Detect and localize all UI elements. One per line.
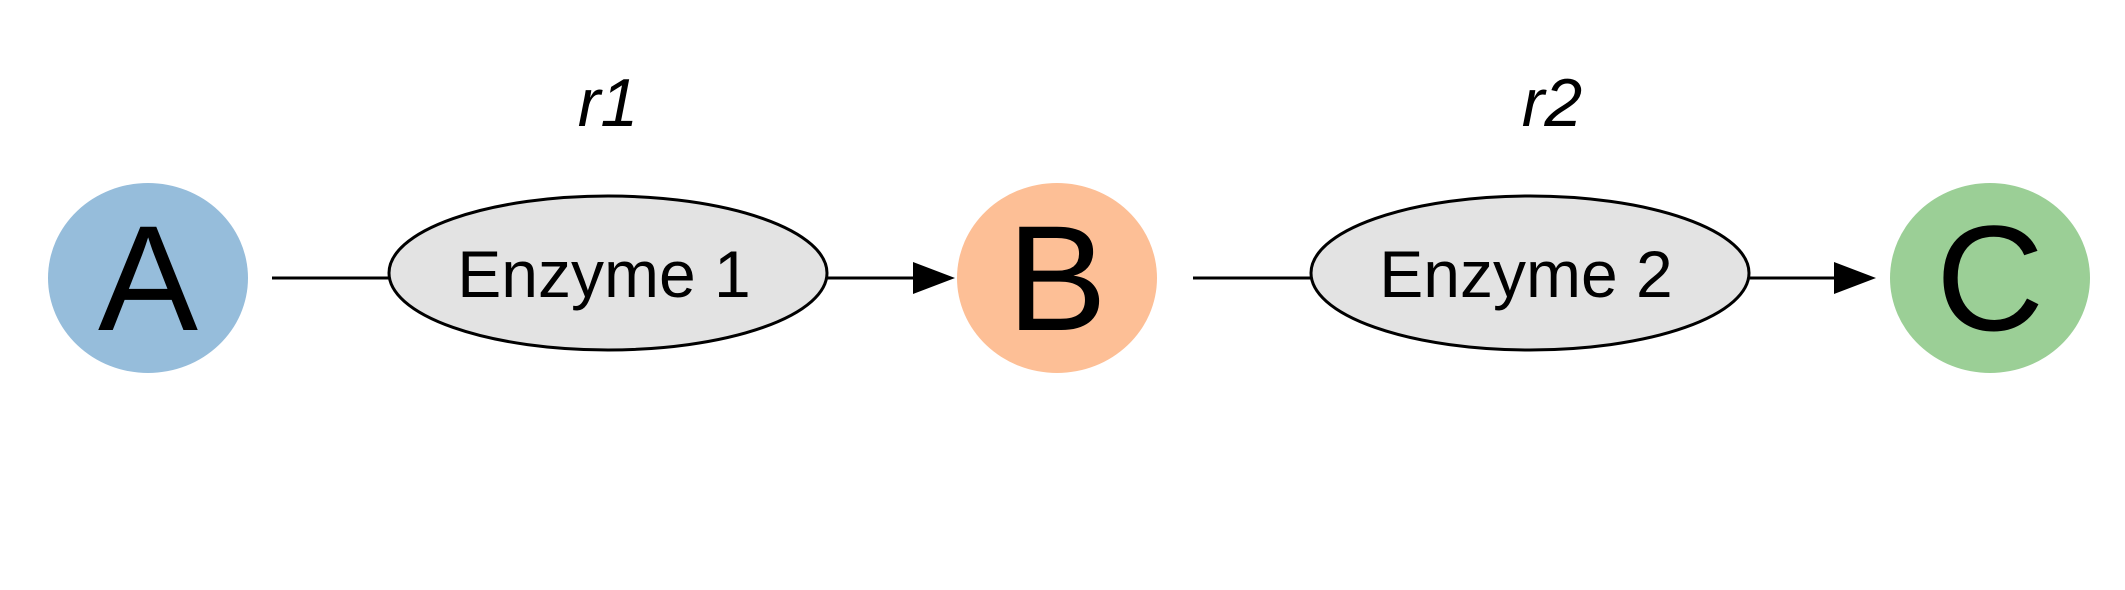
enzyme-1-label: Enzyme 1	[457, 237, 750, 311]
metabolite-b-label: B	[1007, 194, 1107, 362]
reaction-r1: Enzyme 1 r1	[272, 65, 955, 352]
metabolite-c: C	[1890, 183, 2090, 373]
enzyme-2-label: Enzyme 2	[1379, 237, 1672, 311]
enzyme-2-node	[1309, 194, 1751, 352]
metabolite-a-circle	[48, 183, 248, 373]
reaction-r2-label: r2	[1522, 65, 1582, 141]
metabolite-b-circle	[957, 183, 1157, 373]
enzyme-1-node	[387, 194, 829, 352]
metabolite-b: B	[957, 183, 1157, 373]
reaction-r1-label: r1	[578, 65, 638, 141]
r2-arrowhead	[1834, 262, 1876, 294]
metabolite-c-circle	[1890, 183, 2090, 373]
metabolite-a: A	[48, 183, 248, 373]
reaction-r2: Enzyme 2 r2	[1193, 65, 1876, 352]
r1-arrowhead	[913, 262, 955, 294]
metabolite-a-label: A	[98, 194, 198, 362]
metabolite-c-label: C	[1936, 194, 2044, 362]
